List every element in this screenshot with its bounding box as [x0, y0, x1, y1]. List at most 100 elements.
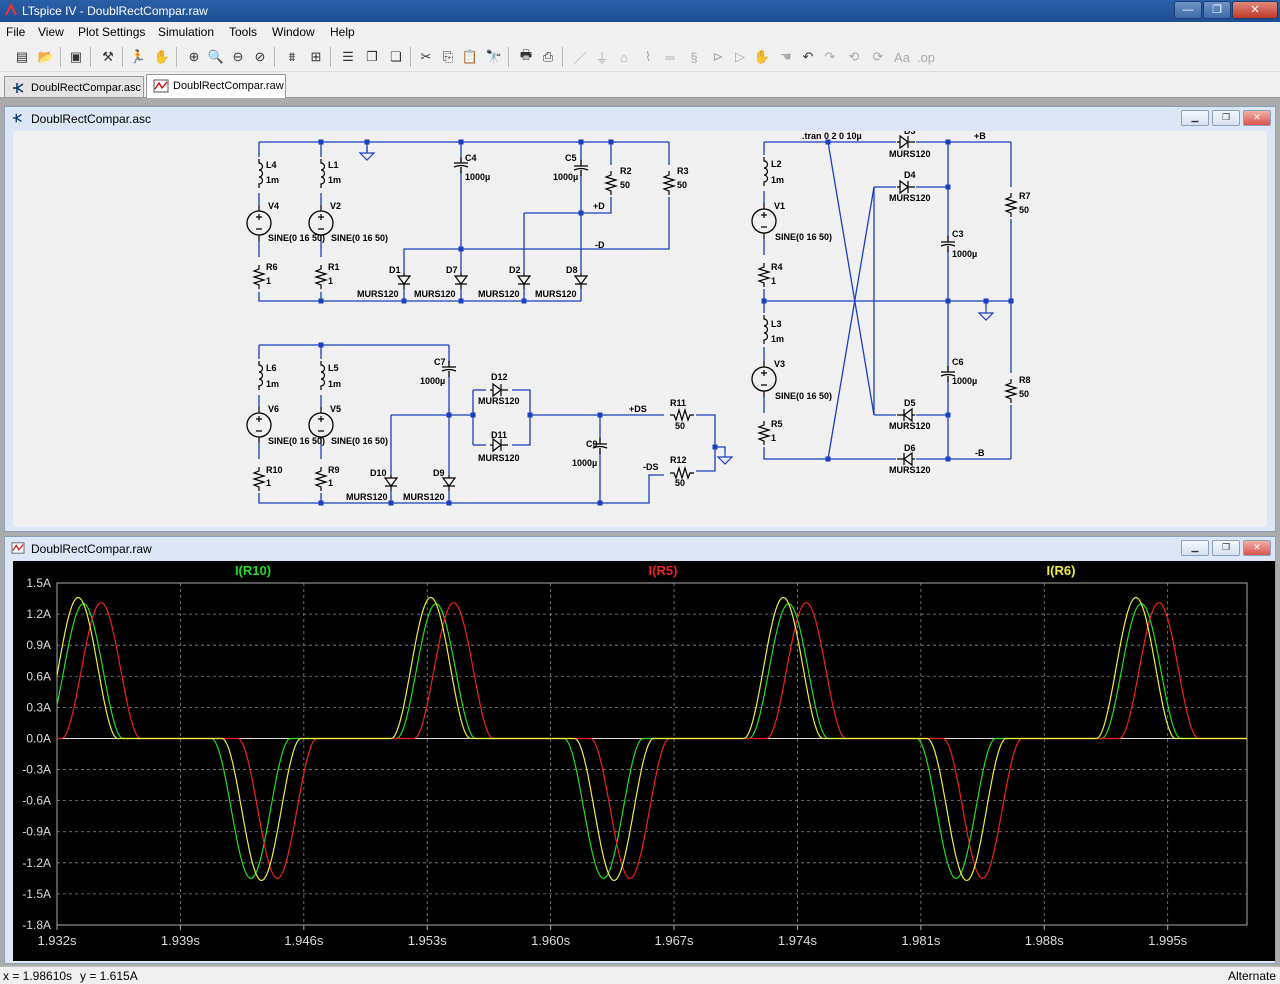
- diode-d12[interactable]: [489, 383, 509, 397]
- undo-icon[interactable]: ↶: [802, 49, 814, 64]
- rotate-icon[interactable]: ⟲: [848, 49, 860, 64]
- capacitor-icon[interactable]: ═: [665, 49, 675, 65]
- diode-d3[interactable]: [896, 135, 916, 149]
- resistor-r8[interactable]: [1005, 378, 1017, 404]
- move-icon[interactable]: ✋: [753, 49, 771, 64]
- diode-icon[interactable]: ⊳: [712, 49, 724, 64]
- minimize-button[interactable]: —: [1174, 1, 1202, 19]
- diode-d11[interactable]: [489, 438, 509, 452]
- resistor-r10[interactable]: [253, 466, 265, 492]
- autorange-icon[interactable]: ⩩: [288, 49, 296, 64]
- plot-restore-button[interactable]: ❐: [1212, 540, 1240, 556]
- menu-file[interactable]: File: [6, 25, 26, 39]
- source-v3[interactable]: [751, 360, 777, 398]
- ground-icon[interactable]: ⏚: [595, 50, 609, 66]
- find-icon[interactable]: 🔭: [485, 49, 503, 64]
- legend-ir6[interactable]: I(R6): [1047, 563, 1076, 578]
- resistor-icon[interactable]: ⌇: [644, 49, 652, 64]
- open-icon[interactable]: 📂: [37, 49, 55, 64]
- menu-tools[interactable]: Tools: [229, 25, 258, 39]
- tile-horizontal-icon[interactable]: ☰: [342, 49, 354, 64]
- new-schematic-icon[interactable]: ▤: [15, 49, 29, 64]
- legend-ir10[interactable]: I(R10): [235, 563, 271, 578]
- paste-icon[interactable]: 📋: [461, 49, 479, 64]
- inductor-l5[interactable]: [320, 360, 326, 391]
- label-r_small: 1: [771, 276, 776, 286]
- halt-icon[interactable]: ✋: [153, 49, 171, 64]
- diode-d9[interactable]: [442, 474, 456, 492]
- maximize-button[interactable]: ❐: [1203, 1, 1231, 19]
- text-icon[interactable]: Aa: [894, 49, 910, 65]
- wire-icon[interactable]: ／: [573, 50, 587, 66]
- label-C9: C9: [586, 439, 598, 449]
- close-all-icon[interactable]: ❏: [390, 49, 402, 64]
- run-icon[interactable]: 🏃: [129, 49, 147, 64]
- diode-d10[interactable]: [384, 474, 398, 492]
- drag-icon[interactable]: ☚: [780, 49, 792, 64]
- resistor-r2[interactable]: [605, 170, 617, 196]
- resistor-r6[interactable]: [253, 264, 265, 290]
- resistor-r1[interactable]: [315, 264, 327, 290]
- component-icon[interactable]: ▷: [735, 49, 745, 64]
- diode-d4[interactable]: [896, 180, 916, 194]
- ground-symbol[interactable]: [978, 306, 994, 321]
- diode-d1[interactable]: [397, 272, 411, 290]
- label-C3: C3: [952, 229, 964, 239]
- resistor-r9[interactable]: [315, 466, 327, 492]
- tab-schematic[interactable]: DoublRectCompar.asc: [4, 76, 144, 97]
- close-button[interactable]: ✕: [1232, 1, 1278, 19]
- mirror-icon[interactable]: ⟳: [872, 49, 884, 64]
- resistor-r3[interactable]: [663, 170, 675, 196]
- menu-simulation[interactable]: Simulation: [158, 25, 215, 39]
- plot-close-button[interactable]: ✕: [1243, 540, 1271, 556]
- inductor-l4[interactable]: [258, 158, 264, 189]
- label-plusB: +B: [974, 131, 986, 141]
- zoom-in-icon[interactable]: 🔍: [207, 49, 225, 64]
- ground-symbol[interactable]: [717, 450, 733, 465]
- schematic-restore-button[interactable]: ❐: [1212, 110, 1240, 126]
- diode-d7[interactable]: [454, 272, 468, 290]
- trace-ir6[interactable]: [56, 596, 1247, 882]
- diode-d6[interactable]: [896, 452, 916, 466]
- diode-d8[interactable]: [574, 272, 588, 290]
- resistor-r5[interactable]: [758, 420, 770, 446]
- cascade-icon[interactable]: ❐: [366, 49, 378, 64]
- control-panel-icon[interactable]: ⚒: [102, 49, 114, 64]
- spice-directive-icon[interactable]: .op: [916, 49, 936, 65]
- inductor-l3[interactable]: [763, 314, 769, 345]
- schematic-minimize-button[interactable]: ▁: [1181, 110, 1209, 126]
- menu-help[interactable]: Help: [330, 25, 355, 39]
- inductor-icon[interactable]: §: [690, 49, 698, 65]
- print-icon[interactable]: ⎙: [542, 49, 554, 64]
- copy-icon[interactable]: ⎘: [442, 49, 454, 64]
- cut-icon[interactable]: ✂: [420, 49, 432, 64]
- resistor-r11[interactable]: [669, 409, 695, 421]
- inductor-l6[interactable]: [258, 360, 264, 391]
- schematic-close-button[interactable]: ✕: [1243, 110, 1271, 126]
- zoom-cancel-icon[interactable]: ⊘: [254, 49, 266, 64]
- resistor-r4[interactable]: [758, 262, 770, 288]
- redo-icon[interactable]: ↷: [824, 49, 836, 64]
- print-preview-icon[interactable]: 🖶: [519, 47, 533, 62]
- resistor-r7[interactable]: [1005, 192, 1017, 218]
- menu-plot-settings[interactable]: Plot Settings: [78, 25, 146, 39]
- legend-ir5[interactable]: I(R5): [649, 563, 678, 578]
- label-net-icon[interactable]: ⌂: [620, 49, 628, 65]
- save-icon[interactable]: ▣: [69, 49, 83, 64]
- diode-d2[interactable]: [517, 272, 531, 290]
- menu-window[interactable]: Window: [272, 25, 315, 39]
- source-v1[interactable]: [751, 202, 777, 240]
- tab-waveform[interactable]: DoublRectCompar.raw: [146, 74, 286, 98]
- fit-icon[interactable]: ⊞: [310, 49, 322, 64]
- menu-view[interactable]: View: [38, 25, 64, 39]
- diode-d5[interactable]: [896, 408, 916, 422]
- zoom-out-icon[interactable]: ⊖: [232, 49, 244, 64]
- inductor-l2[interactable]: [763, 156, 769, 187]
- ground-symbol[interactable]: [359, 146, 375, 161]
- zoom-area-icon[interactable]: ⊕: [188, 49, 200, 64]
- resistor-r12[interactable]: [669, 467, 695, 479]
- plot-minimize-button[interactable]: ▁: [1181, 540, 1209, 556]
- inductor-l1[interactable]: [320, 158, 326, 189]
